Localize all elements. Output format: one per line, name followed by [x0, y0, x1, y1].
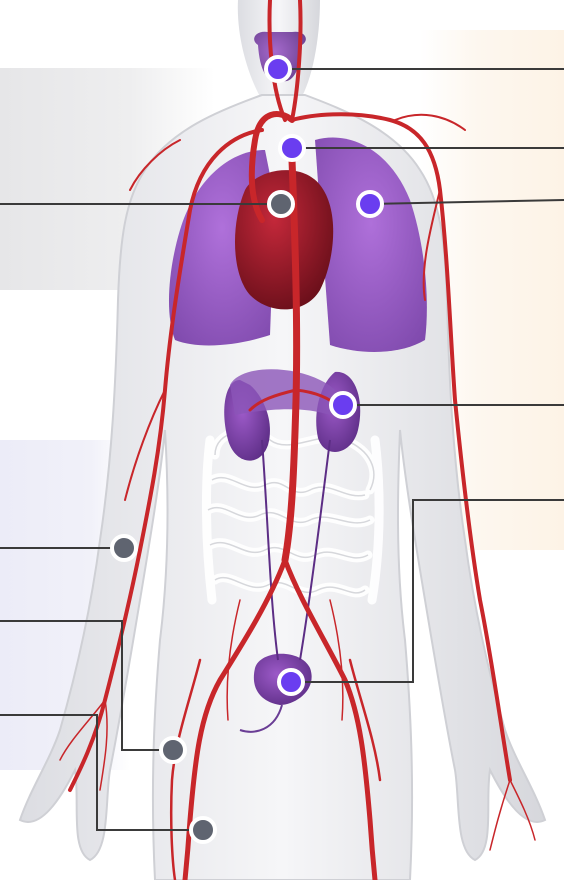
bladder-marker[interactable] — [279, 670, 303, 694]
heart-marker[interactable] — [269, 192, 293, 216]
body-silhouette — [20, 0, 545, 880]
leg-marker[interactable] — [191, 818, 215, 842]
lung-marker[interactable] — [358, 192, 382, 216]
thyroid-marker[interactable] — [266, 57, 290, 81]
thigh-marker[interactable] — [161, 738, 185, 762]
kidney-marker[interactable] — [331, 393, 355, 417]
aortic-arch-marker[interactable] — [280, 136, 304, 160]
forearm-marker[interactable] — [112, 536, 136, 560]
